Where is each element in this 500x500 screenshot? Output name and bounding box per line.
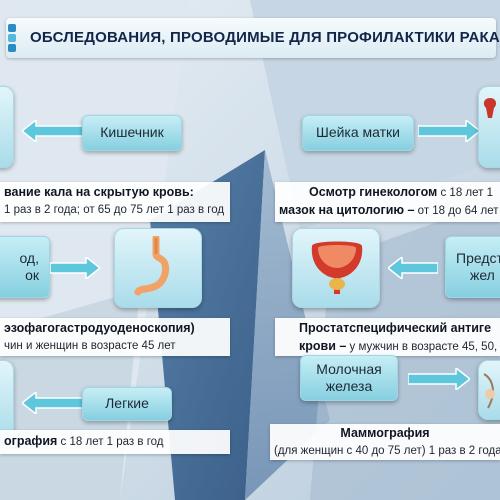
label-lungs: Легкие (82, 387, 172, 421)
label-prostate: Предст жел (445, 236, 500, 298)
info-cervix-rest1: с 18 лет 1 (437, 187, 494, 199)
label-stomach: од, ок (0, 236, 50, 298)
label-intestine-text: Кишечник (100, 124, 164, 141)
breast-icon (483, 373, 495, 409)
arrow-left-icon (388, 257, 438, 279)
label-cervix-text: Шейка матки (315, 124, 400, 141)
arrow-right-icon (418, 120, 480, 142)
logo-mark-icon (6, 18, 20, 58)
label-cervix: Шейка матки (302, 115, 414, 151)
info-prostate-bold2: крови – (299, 339, 347, 353)
arrow-left-icon (22, 120, 84, 142)
info-intestine-line2: 1 раз в 2 года; от 65 до 75 лет 1 раз в … (4, 204, 225, 216)
label-breast-text: Молочная железа (316, 361, 382, 396)
label-stomach-text: од, ок (19, 250, 39, 285)
label-prostate-line1: Предст (456, 249, 500, 266)
info-cervix-line2: мазок на цитологию – от 18 до 64 лет (279, 202, 499, 220)
info-prostate-bold1: Простатспецифический антиге (299, 321, 492, 335)
prostate-icon (311, 241, 363, 294)
info-stomach-line2: чин и женщин в возрасте 45 лет (4, 340, 176, 352)
info-intestine-line1: вание кала на скрытую кровь: (4, 184, 226, 202)
arrow-right-icon (408, 368, 470, 390)
info-intestine-bold: вание кала на скрытую кровь: (4, 185, 194, 199)
arrow-right-icon (50, 257, 100, 279)
label-stomach-line2: ок (25, 267, 39, 283)
info-stomach-line1: эзофагогастродуоденоскопия) (4, 320, 226, 338)
info-lungs: ография с 18 лет 1 раз в год (0, 430, 230, 454)
info-prostate-rest2: у мужчин в возрасте 45, 50, 5 (346, 341, 500, 353)
info-lungs-rest: с 18 лет 1 раз в год (57, 436, 164, 448)
info-breast-line2: (для женщин с 40 до 75 лет) 1 раз в 2 го… (274, 445, 500, 457)
stomach-icon (134, 236, 170, 296)
info-breast: Маммография (для женщин с 40 до 75 лет) … (270, 424, 500, 460)
info-prostate: Простатспецифический антиге крови – у му… (275, 318, 500, 356)
info-lungs-line1: ография с 18 лет 1 раз в год (4, 433, 226, 451)
info-cervix-bold2: мазок на цитологию – (279, 203, 415, 217)
info-cervix-bold1: Осмотр гинекологом (309, 185, 438, 199)
label-breast-line1: Молочная (316, 360, 382, 377)
info-stomach: эзофагогастродуоденоскопия) чин и женщин… (0, 318, 230, 356)
label-breast-line2: железа (325, 378, 373, 394)
info-breast-bold: Маммография (340, 426, 430, 440)
info-lungs-bold: ография (4, 434, 58, 448)
title-bar: ОБСЛЕДОВАНИЯ, ПРОВОДИМЫЕ ДЛЯ ПРОФИЛАКТИК… (6, 18, 500, 58)
info-intestine: вание кала на скрытую кровь: 1 раз в 2 г… (0, 182, 230, 222)
label-stomach-line1: од, (19, 249, 39, 266)
info-cervix: Осмотр гинекологом с 18 лет 1 мазок на ц… (275, 182, 500, 222)
info-prostate-line2: крови – у мужчин в возрасте 45, 50, 5 (279, 338, 500, 356)
label-lungs-text: Легкие (105, 395, 149, 412)
info-stomach-bold: эзофагогастродуоденоскопия) (4, 321, 195, 335)
intestine-icon-tile (0, 86, 14, 168)
label-intestine: Кишечник (82, 115, 182, 151)
info-cervix-line1: Осмотр гинекологом с 18 лет 1 (279, 184, 496, 202)
cervix-icon (483, 98, 497, 118)
info-cervix-rest2: от 18 до 64 лет (414, 205, 499, 217)
label-prostate-text: Предст жел (456, 250, 500, 285)
label-prostate-line2: жел (470, 267, 495, 283)
info-prostate-line1: Простатспецифический антиге (279, 320, 496, 338)
label-breast: Молочная железа (300, 355, 398, 401)
info-breast-line1: Маммография (274, 425, 496, 443)
arrow-left-icon (22, 392, 84, 414)
page-title: ОБСЛЕДОВАНИЯ, ПРОВОДИМЫЕ ДЛЯ ПРОФИЛАКТИК… (30, 29, 500, 46)
